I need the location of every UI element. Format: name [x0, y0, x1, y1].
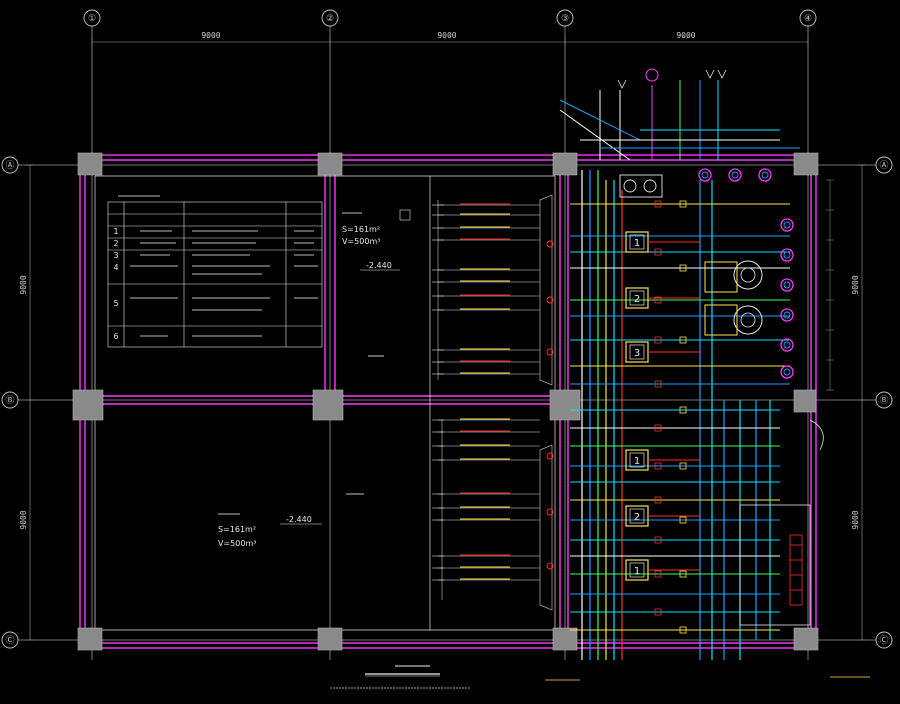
valve-marker — [654, 336, 662, 344]
grid-col-1: ① — [88, 14, 96, 24]
table-row-6: 6 — [113, 332, 118, 341]
pump-room-dimensions — [826, 179, 834, 391]
valve-marker — [654, 570, 662, 578]
pool-top-annotation: S=161m² V=500m³ -2.440 — [342, 209, 411, 271]
grid-circles — [1, 9, 893, 649]
pool-bottom-area: S=161m² — [218, 525, 256, 534]
pump-number: 1 — [634, 238, 640, 249]
incoming-pipes — [559, 80, 800, 161]
pool-bottom-annotation: S=161m² V=500m³ -2.440 — [218, 355, 384, 548]
dim-left-2: 9000 — [19, 510, 28, 529]
table-row-numbers: 1 2 3 4 5 6 — [113, 227, 118, 341]
valve-marker — [654, 462, 662, 470]
grid-row-b-right: Ⓑ — [879, 395, 888, 406]
valve-marker — [679, 516, 687, 524]
grid-axis-lines — [15, 25, 885, 660]
dim-right-1: 9000 — [851, 275, 860, 294]
pump-motor — [629, 290, 645, 306]
valve-manifolds — [539, 194, 553, 611]
top-dimension-line — [91, 38, 809, 46]
valve-marker — [679, 626, 687, 634]
drawing-title-block — [330, 665, 870, 689]
valve-marker — [654, 608, 662, 616]
grid-row-a-left: Ⓐ — [5, 160, 14, 171]
valve-marker — [654, 496, 662, 504]
pump-room-horizontal-pipes — [570, 200, 790, 634]
table-row-2: 2 — [113, 239, 118, 248]
left-dimension-line — [26, 164, 34, 641]
grid-row-c-right: Ⓒ — [879, 635, 888, 646]
pump-motor — [629, 344, 645, 360]
valve-marker — [679, 570, 687, 578]
control-room — [739, 419, 824, 626]
grid-col-3: ③ — [561, 14, 569, 24]
valve-marker — [679, 200, 687, 208]
grid-label-texts: ① ② ③ ④ Ⓐ Ⓑ Ⓒ Ⓐ Ⓑ Ⓒ — [5, 14, 888, 646]
table-row-1: 1 — [113, 227, 118, 236]
pool-top-area: S=161m² — [342, 225, 380, 234]
grid-row-b-left: Ⓑ — [5, 395, 14, 406]
valve-marker — [654, 424, 662, 432]
grid-row-c-left: Ⓒ — [5, 635, 14, 646]
fire-hydrant-symbols — [619, 174, 663, 198]
valve-marker — [679, 406, 687, 414]
branch-lines — [432, 203, 540, 581]
pump-number: 1 — [634, 456, 640, 467]
structural-columns — [72, 152, 819, 651]
dim-right-2: 9000 — [851, 510, 860, 529]
right-dimension-line — [858, 164, 866, 641]
dim-left-1: 9000 — [19, 275, 28, 294]
valve-marker — [654, 248, 662, 256]
pump-motor — [629, 508, 645, 524]
antenna-symbols — [617, 69, 727, 89]
pool-bottom-volume: V=500m³ — [218, 539, 256, 548]
table-row-4: 4 — [113, 263, 118, 272]
pump-room-vertical-pipes — [581, 170, 771, 660]
grid-col-2: ② — [326, 14, 334, 24]
pump-number: 2 — [634, 512, 640, 523]
stabilizer-tanks — [704, 260, 763, 336]
table-cell-strokes — [118, 195, 318, 337]
pool-top-volume: V=500m³ — [342, 237, 380, 246]
valve-marker — [679, 336, 687, 344]
pumps: 1 2 3 1 2 1 — [625, 231, 700, 581]
pump-number: 1 — [634, 566, 640, 577]
valve-symbols — [546, 240, 554, 570]
pump-motor — [629, 234, 645, 250]
dim-top-1: 9000 — [201, 31, 220, 40]
pool-top-level: -2.440 — [366, 261, 392, 270]
valve-marker — [679, 264, 687, 272]
meter-icon — [645, 68, 659, 82]
valve-marker — [654, 200, 662, 208]
grid-col-4: ④ — [804, 14, 812, 24]
valve-marker — [654, 536, 662, 544]
pressure-tank-centers — [701, 171, 791, 376]
pressure-tanks — [698, 168, 794, 379]
pump-motor — [629, 562, 645, 578]
pool-bottom-level: -2.440 — [286, 515, 312, 524]
table-row-5: 5 — [113, 299, 118, 308]
valve-marker — [679, 462, 687, 470]
dim-top-2: 9000 — [437, 31, 456, 40]
dim-top-3: 9000 — [676, 31, 695, 40]
pump-number: 2 — [634, 294, 640, 305]
pump-number: 3 — [634, 348, 640, 359]
valve-marker — [654, 296, 662, 304]
equipment-table — [107, 201, 323, 348]
table-row-3: 3 — [113, 251, 118, 260]
grid-row-a-right: Ⓐ — [879, 160, 888, 171]
pump-motor — [629, 452, 645, 468]
valve-marker — [654, 380, 662, 388]
